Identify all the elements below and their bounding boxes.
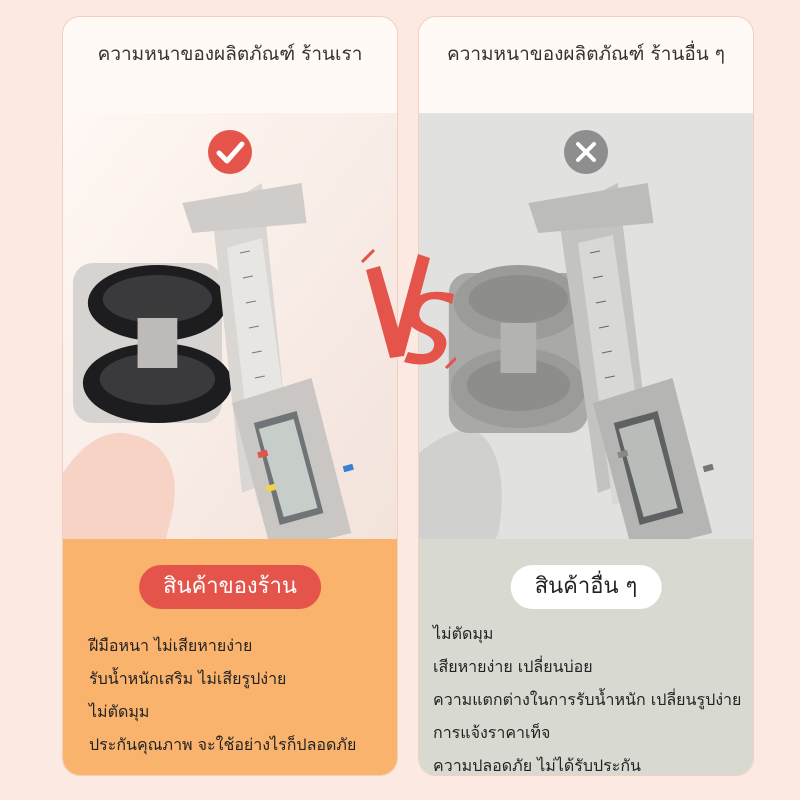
other-product-label: สินค้าอื่น ๆ [510,565,662,609]
feature-item: เสียหายง่าย เปลี่ยนบ่อย [433,657,593,676]
feature-item: การแจ้งราคาเท็จ [433,723,551,742]
our-product-panel: สินค้าของร้าน ฝีมือหนา ไม่เสียหายง่าย รั… [63,539,397,775]
feature-item: รับน้ำหนักเสริม ไม่เสียรูปง่าย [89,669,287,688]
other-product-panel: สินค้าอื่น ๆ ไม่ตัดมุม เสียหายง่าย เปลี่… [419,539,753,775]
our-product-features: ฝีมือหนา ไม่เสียหายง่าย รับน้ำหนักเสริม … [89,629,383,761]
caliper-photo [419,113,753,553]
feature-item: ความแตกต่างในการรับน้ำหนัก เปลี่ยนรูปง่า… [433,690,742,709]
vs-mark [360,248,456,378]
our-product-label: สินค้าของร้าน [139,565,321,609]
feature-item: ประกันคุณภาพ จะใช้อย่างไรก็ปลอดภัย [89,735,357,754]
card-title: ความหนาของผลิตภัณฑ์ ร้านเรา [97,43,363,65]
other-product-card: ความหนาของผลิตภัณฑ์ ร้านอื่น ๆ [418,16,754,776]
feature-item: ฝีมือหนา ไม่เสียหายง่าย [89,636,253,655]
feature-item: ไม่ตัดมุม [89,702,150,721]
card-title: ความหนาของผลิตภัณฑ์ ร้านอื่น ๆ [446,43,725,65]
caliper-photo [63,113,397,553]
other-product-features: ไม่ตัดมุม เสียหายง่าย เปลี่ยนบ่อย ความแต… [433,617,742,775]
feature-item: ความปลอดภัย ไม่ได้รับประกัน [433,756,641,775]
cross-icon [563,129,609,175]
feature-item: ไม่ตัดมุม [433,624,494,643]
check-icon [207,129,253,175]
our-product-card: ความหนาของผลิตภัณฑ์ ร้านเรา [62,16,398,776]
